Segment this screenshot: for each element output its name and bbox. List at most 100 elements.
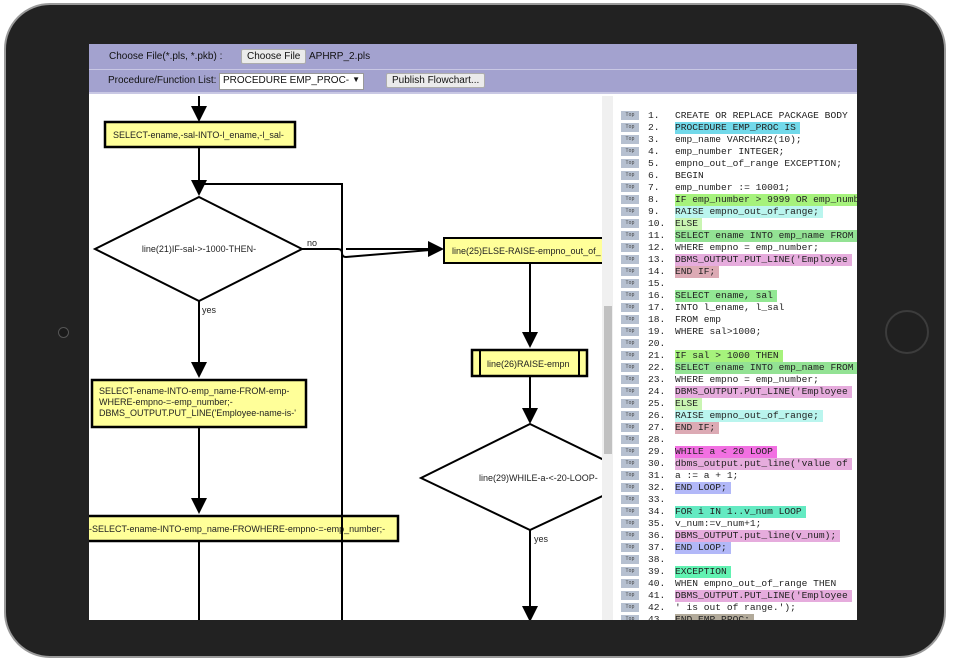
- code-text: WHERE sal>1000;: [675, 326, 762, 337]
- top-button[interactable]: Top: [621, 159, 639, 168]
- line-number: 18.: [648, 314, 666, 325]
- top-button[interactable]: Top: [621, 555, 639, 564]
- flowchart-scrollbar[interactable]: [602, 96, 613, 620]
- flow-node-if-sal[interactable]: line(21)IF-sal->-1000-THEN-: [92, 195, 305, 303]
- top-button[interactable]: Top: [621, 267, 639, 276]
- line-number: 23.: [648, 374, 666, 385]
- line-number: 3.: [648, 134, 660, 145]
- top-button[interactable]: Top: [621, 243, 639, 252]
- line-number: 9.: [648, 206, 660, 217]
- flow-node-select-where[interactable]: -SELECT-ename-INTO-emp_name-FROWHERE-emp…: [89, 514, 400, 543]
- top-button[interactable]: Top: [621, 387, 639, 396]
- top-button[interactable]: Top: [621, 255, 639, 264]
- top-button[interactable]: Top: [621, 399, 639, 408]
- top-button[interactable]: Top: [621, 435, 639, 444]
- flow-node-raise26[interactable]: line(26)RAISE-empn: [470, 348, 589, 378]
- code-text: ' is out of range.');: [675, 602, 796, 613]
- top-button[interactable]: Top: [621, 423, 639, 432]
- top-button[interactable]: Top: [621, 447, 639, 456]
- code-text: emp_number := 10001;: [675, 182, 791, 193]
- top-button[interactable]: Top: [621, 351, 639, 360]
- top-button[interactable]: Top: [621, 483, 639, 492]
- procedure-select[interactable]: PROCEDURE EMP_PROC-▼: [219, 73, 364, 90]
- top-button[interactable]: Top: [621, 123, 639, 132]
- line-number: 6.: [648, 170, 660, 181]
- line-number: 10.: [648, 218, 666, 229]
- top-button[interactable]: Top: [621, 507, 639, 516]
- top-button[interactable]: Top: [621, 411, 639, 420]
- line-number: 20.: [648, 338, 666, 349]
- node-label: line(25)ELSE-RAISE-empno_out_of_: [452, 246, 602, 256]
- top-button[interactable]: Top: [621, 279, 639, 288]
- top-button[interactable]: Top: [621, 375, 639, 384]
- line-number: 42.: [648, 602, 666, 613]
- top-button[interactable]: Top: [621, 111, 639, 120]
- top-button[interactable]: Top: [621, 231, 639, 240]
- code-text: SELECT ename INTO emp_name FROM: [675, 362, 857, 374]
- node-label: line(29)WHILE-a-<-20-LOOP-: [479, 473, 598, 483]
- line-number: 21.: [648, 350, 666, 361]
- procedure-list-label: Procedure/Function List:: [108, 75, 217, 86]
- top-button[interactable]: Top: [621, 219, 639, 228]
- top-button[interactable]: Top: [621, 471, 639, 480]
- top-button[interactable]: Top: [621, 147, 639, 156]
- top-button[interactable]: Top: [621, 195, 639, 204]
- flow-node-select-emp[interactable]: SELECT-ename-INTO-emp_name-FROM-emp- WHE…: [90, 378, 308, 429]
- line-number: 31.: [648, 470, 666, 481]
- code-text: WHERE empno = emp_number;: [675, 374, 819, 385]
- top-button[interactable]: Top: [621, 171, 639, 180]
- line-number: 28.: [648, 434, 666, 445]
- edge-label-no: no: [307, 238, 317, 248]
- scrollbar-thumb[interactable]: [604, 306, 612, 454]
- code-text: INTO l_ename, l_sal: [675, 302, 785, 313]
- code-text: ELSE: [675, 398, 703, 410]
- home-button[interactable]: [885, 310, 929, 354]
- line-number: 5.: [648, 158, 660, 169]
- line-number: 38.: [648, 554, 666, 565]
- line-number: 43.: [648, 614, 666, 620]
- top-button[interactable]: Top: [621, 591, 639, 600]
- top-button[interactable]: Top: [621, 567, 639, 576]
- line-number: 26.: [648, 410, 666, 421]
- top-button[interactable]: Top: [621, 315, 639, 324]
- code-text: PROCEDURE EMP_PROC IS: [675, 122, 800, 134]
- flow-node-select-sal[interactable]: SELECT-ename,-sal-INTO-l_ename,-l_sal-: [103, 120, 297, 149]
- line-number: 37.: [648, 542, 666, 553]
- code-text: EXCEPTION: [675, 566, 731, 578]
- top-button[interactable]: Top: [621, 495, 639, 504]
- top-button[interactable]: Top: [621, 615, 639, 620]
- code-text: IF sal > 1000 THEN: [675, 350, 783, 362]
- line-number: 36.: [648, 530, 666, 541]
- choose-file-label: Choose File(*.pls, *.pkb) :: [109, 51, 223, 62]
- camera-icon: [58, 327, 69, 338]
- top-button[interactable]: Top: [621, 327, 639, 336]
- top-button[interactable]: Top: [621, 603, 639, 612]
- top-button[interactable]: Top: [621, 183, 639, 192]
- top-button[interactable]: Top: [621, 531, 639, 540]
- flowchart-canvas: SELECT-ename,-sal-INTO-l_ename,-l_sal- l…: [89, 96, 602, 620]
- line-number: 12.: [648, 242, 666, 253]
- top-button[interactable]: Top: [621, 543, 639, 552]
- top-button[interactable]: Top: [621, 339, 639, 348]
- line-number: 32.: [648, 482, 666, 493]
- publish-flowchart-button[interactable]: Publish Flowchart...: [386, 73, 486, 88]
- code-text: DBMS_OUTPUT.put_line(v_num);: [675, 530, 841, 542]
- top-button[interactable]: Top: [621, 459, 639, 468]
- node-label: line(21)IF-sal->-1000-THEN-: [142, 244, 256, 254]
- top-button[interactable]: Top: [621, 207, 639, 216]
- code-text: emp_name VARCHAR2(10);: [675, 134, 802, 145]
- line-number: 34.: [648, 506, 666, 517]
- top-button[interactable]: Top: [621, 303, 639, 312]
- flow-node-else-raise[interactable]: line(25)ELSE-RAISE-empno_out_of_: [443, 237, 602, 264]
- code-text: emp_number INTEGER;: [675, 146, 785, 157]
- top-button[interactable]: Top: [621, 519, 639, 528]
- top-button[interactable]: Top: [621, 363, 639, 372]
- flow-node-while29[interactable]: line(29)WHILE-a-<-20-LOOP-: [418, 422, 602, 532]
- code-text: END LOOP;: [675, 542, 731, 554]
- top-button[interactable]: Top: [621, 135, 639, 144]
- code-text: WHILE a < 20 LOOP: [675, 446, 777, 458]
- choose-file-button[interactable]: Choose File: [241, 49, 307, 64]
- top-button[interactable]: Top: [621, 579, 639, 588]
- top-button[interactable]: Top: [621, 291, 639, 300]
